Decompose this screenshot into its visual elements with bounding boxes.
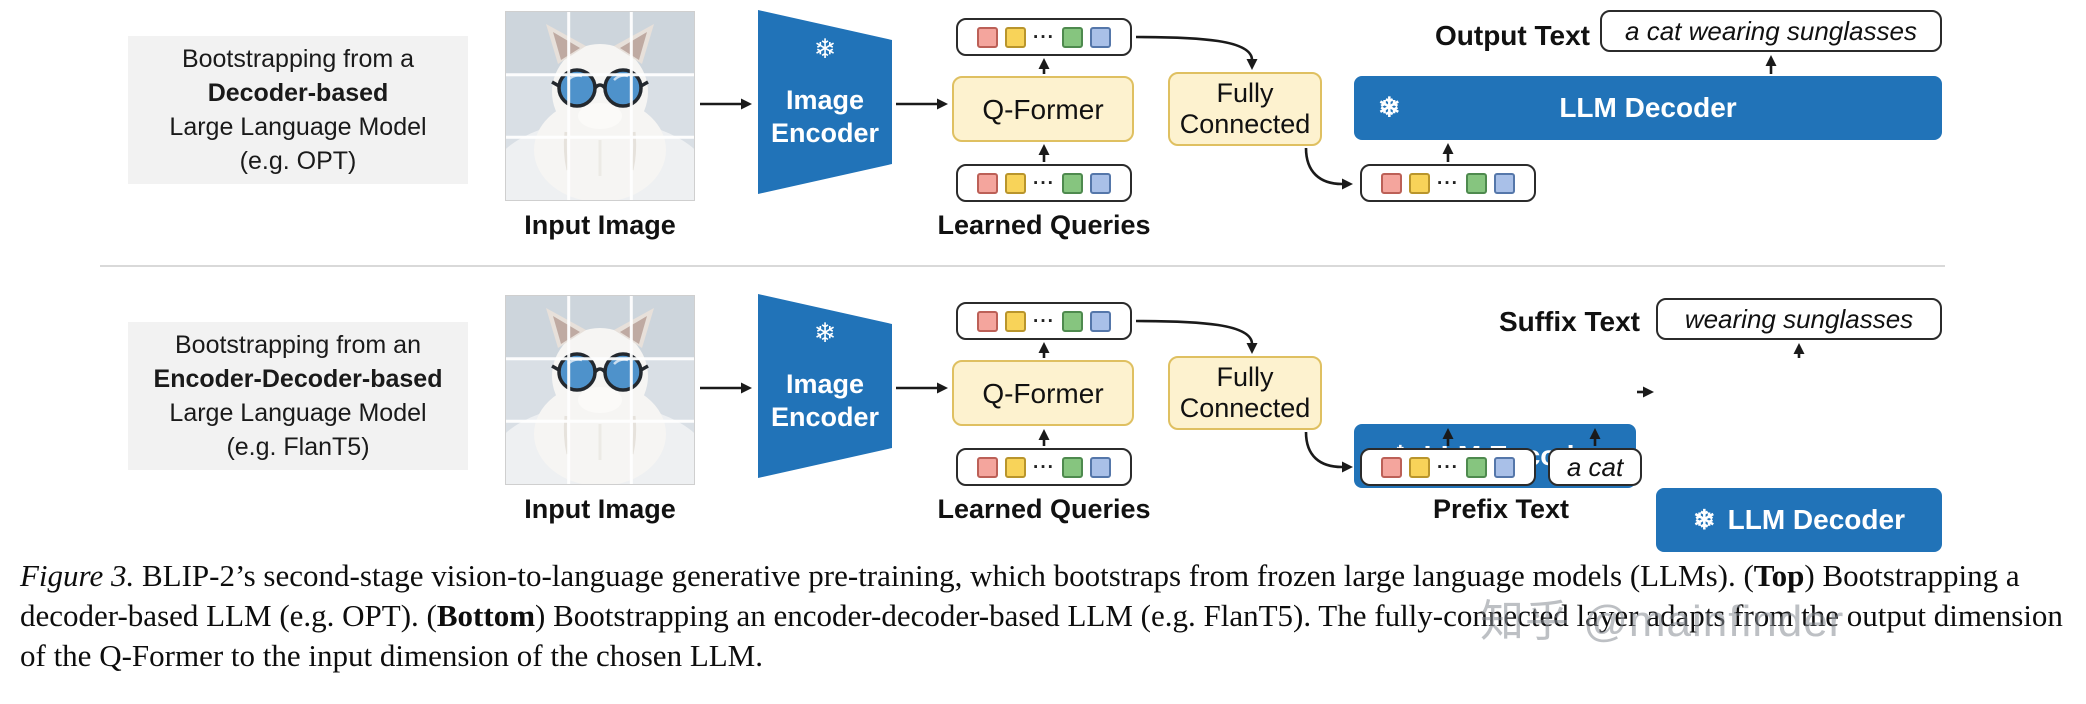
top-intro-line-2: Decoder-based: [207, 79, 389, 107]
top-intro-box: Bootstrapping from a Decoder-based Large…: [128, 36, 468, 184]
top-input-image-label: Input Image: [524, 210, 676, 240]
token-red: [977, 172, 998, 194]
figure-caption-bottom-bold: Bottom: [436, 598, 536, 633]
figure-caption-text-3: ) Bootstrapping an encoder-decoder-based…: [20, 598, 2063, 673]
bottom-intro-box: Bootstrapping from an Encoder-Decoder-ba…: [128, 322, 468, 470]
top-intro-line-4: (e.g. OPT): [239, 147, 357, 175]
bottom-llm-decoder-label: LLM Decoder: [1727, 504, 1905, 535]
top-input-image: [490, 11, 710, 240]
figure-caption-number: Figure 3.: [20, 558, 135, 593]
bottom-llm-decoder-snowflake-icon: ❄: [1693, 504, 1716, 535]
token-blue: [1493, 456, 1515, 478]
token-red: [977, 26, 998, 48]
bottom-input-image: [490, 295, 710, 524]
bottom-input-image-label: Input Image: [524, 494, 676, 524]
bottom-llm-decoder-box: ❄ LLM Decoder: [1656, 488, 1942, 552]
token-blue: [1089, 172, 1111, 194]
top-image-encoder: ❄ Image Encoder: [758, 10, 892, 194]
arrow-bottom-qformer-to-tokens: [1038, 342, 1050, 358]
arrow-top-tokens-to-fully-connected: [1135, 35, 1258, 70]
arrow-bottom-llm-encoder-to-decoder: [1637, 386, 1654, 398]
token-green: [1061, 456, 1083, 478]
top-qformer-box: Q-Former: [952, 76, 1134, 142]
arrow-bottom-image-to-encoder: [700, 382, 752, 394]
arrow-bottom-llm-decoder-to-suffix: [1793, 343, 1805, 358]
token-yellow: [1005, 456, 1026, 478]
token-blue: [1493, 172, 1515, 194]
bottom-intro-line-4: (e.g. FlanT5): [226, 433, 370, 461]
top-intro-line-1: Bootstrapping from a: [181, 45, 415, 73]
token-yellow: [1409, 456, 1430, 478]
arrow-bottom-tokens-to-fully-connected: [1135, 319, 1258, 354]
suffix-text-pill: wearing sunglasses: [1656, 298, 1942, 340]
arrow-top-qformer-to-tokens: [1038, 58, 1050, 74]
bottom-intro-line-3: Large Language Model: [169, 399, 427, 427]
arrow-bottom-fully-connected-to-encoder-tokens: [1304, 431, 1353, 473]
arrow-top-image-to-encoder: [700, 98, 752, 110]
token-yellow: [1005, 26, 1026, 48]
top-image-encoder-snowflake-icon: ❄: [813, 34, 837, 64]
top-learned-queries-tokens: ···: [956, 164, 1132, 202]
figure-caption: Figure 3. BLIP-2’s second-stage vision-t…: [20, 556, 2066, 676]
prefix-text-pill: a cat: [1548, 448, 1642, 486]
token-ellipsis: ···: [1033, 26, 1055, 48]
token-red: [977, 310, 998, 332]
top-query-output-tokens: ···: [956, 18, 1132, 56]
token-ellipsis: ···: [1033, 172, 1055, 194]
token-ellipsis: ···: [1033, 456, 1055, 478]
bottom-image-encoder-label: Image Encoder: [771, 369, 880, 432]
arrow-top-queries-to-qformer: [1038, 144, 1050, 162]
top-llm-decoder-snowflake-icon: ❄: [1378, 92, 1401, 123]
arrow-top-fully-connected-to-decoder-tokens: [1304, 147, 1353, 190]
token-red: [977, 456, 998, 478]
top-llm-decoder-box: ❄ LLM Decoder: [1354, 76, 1942, 140]
bottom-intro-line-2: Encoder-Decoder-based: [153, 365, 443, 393]
token-yellow: [1409, 172, 1430, 194]
token-ellipsis: ···: [1033, 310, 1055, 332]
top-image-encoder-label: Image Encoder: [771, 85, 880, 148]
token-green: [1465, 456, 1487, 478]
output-text-label: Output Text: [1434, 20, 1590, 51]
watermark: 知乎 @mainfinder: [1480, 597, 1845, 646]
token-blue: [1089, 26, 1111, 48]
output-text-pill: a cat wearing sunglasses: [1600, 10, 1942, 52]
arrow-top-encoder-to-qformer: [896, 98, 948, 110]
bottom-query-output-tokens: ···: [956, 302, 1132, 340]
top-learned-queries-label: Learned Queries: [937, 210, 1151, 240]
bottom-encoder-input-tokens: ···: [1360, 448, 1536, 486]
token-blue: [1089, 310, 1111, 332]
token-green: [1465, 172, 1487, 194]
bottom-learned-queries-label: Learned Queries: [937, 494, 1151, 524]
token-green: [1061, 172, 1083, 194]
bottom-fully-connected-box: Fully Connected: [1168, 356, 1322, 430]
figure-caption-text-2: ) Bootstrapping a decoder-based LLM (e.g…: [20, 558, 2020, 633]
bottom-intro-line-1: Bootstrapping from an: [175, 331, 421, 359]
top-decoder-input-tokens: ···: [1360, 164, 1536, 202]
figure-caption-text-1: BLIP-2’s second-stage vision-to-language…: [141, 558, 1754, 593]
token-green: [1061, 310, 1083, 332]
top-intro-line-3: Large Language Model: [169, 113, 427, 141]
token-ellipsis: ···: [1437, 172, 1459, 194]
token-ellipsis: ···: [1437, 456, 1459, 478]
token-yellow: [1005, 310, 1026, 332]
token-blue: [1089, 456, 1111, 478]
bottom-image-encoder-snowflake-icon: ❄: [813, 318, 837, 348]
suffix-text-label: Suffix Text: [1498, 306, 1640, 337]
token-red: [1381, 456, 1402, 478]
figure-caption-top-bold: Top: [1753, 558, 1805, 593]
section-divider: [100, 265, 1945, 267]
bottom-learned-queries-tokens: ···: [956, 448, 1132, 486]
bottom-image-encoder: ❄ Image Encoder: [758, 294, 892, 478]
arrow-top-llm-decoder-to-output: [1765, 55, 1777, 74]
token-green: [1061, 26, 1083, 48]
token-red: [1381, 172, 1402, 194]
token-yellow: [1005, 172, 1026, 194]
bottom-qformer-box: Q-Former: [952, 360, 1134, 426]
prefix-text-label: Prefix Text: [1432, 494, 1570, 524]
top-llm-decoder-label: LLM Decoder: [1559, 92, 1737, 123]
top-fully-connected-box: Fully Connected: [1168, 72, 1322, 146]
arrow-bottom-encoder-to-qformer: [896, 382, 948, 394]
arrow-top-tokens-to-llm-decoder: [1442, 143, 1454, 162]
arrow-bottom-queries-to-qformer: [1038, 429, 1050, 446]
